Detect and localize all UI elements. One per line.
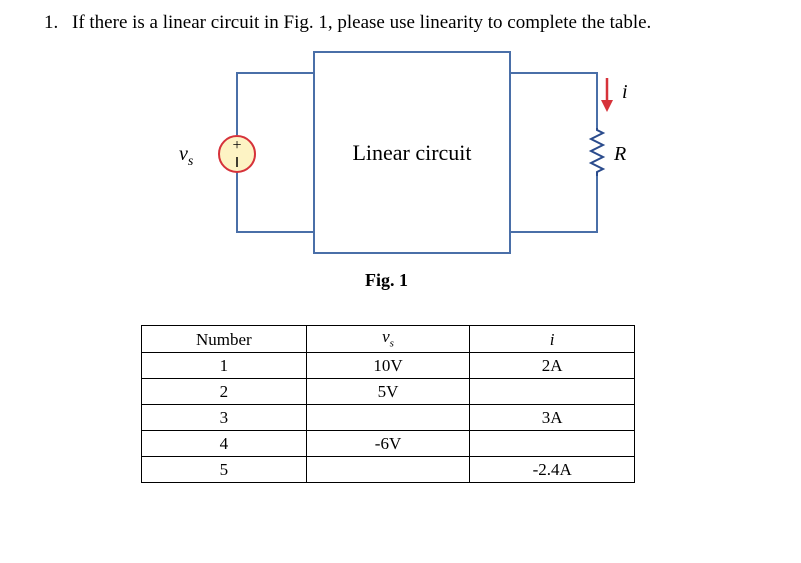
current-arrow-icon bbox=[601, 78, 613, 112]
voltage-source: + bbox=[218, 135, 256, 173]
table-row: 4 -6V bbox=[141, 430, 635, 457]
header-vs: vs bbox=[305, 325, 471, 353]
row-i: 3A bbox=[469, 404, 635, 431]
table-row: 3 3A bbox=[141, 404, 635, 431]
wire-left-top bbox=[236, 72, 314, 135]
row-number: 1 bbox=[141, 352, 307, 379]
question-number: 1. bbox=[44, 12, 59, 33]
figure-caption: Fig. 1 bbox=[365, 270, 408, 290]
wire-right-top bbox=[510, 72, 598, 128]
data-table: Number vs i 1 10V 2A 2 5V 3 3A 4 -6V 5 bbox=[141, 325, 635, 483]
table-row: 5 -2.4A bbox=[141, 456, 635, 483]
question-text: If there is a linear circuit in Fig. 1, … bbox=[72, 12, 652, 33]
table-row: 2 5V bbox=[141, 378, 635, 405]
plus-sign: + bbox=[232, 137, 241, 154]
row-vs: 10V bbox=[305, 352, 471, 379]
current-label: i bbox=[622, 81, 628, 103]
source-label: vs bbox=[179, 143, 194, 169]
row-i bbox=[469, 378, 635, 405]
row-vs: 5V bbox=[305, 378, 471, 405]
row-number: 5 bbox=[141, 456, 307, 483]
voltage-source-circle bbox=[218, 135, 256, 173]
row-vs bbox=[305, 404, 471, 431]
row-vs: -6V bbox=[305, 430, 471, 457]
wire-left-bottom bbox=[236, 172, 314, 233]
resistor-zigzag bbox=[588, 128, 606, 176]
wire-right-bottom bbox=[510, 176, 598, 233]
circuit-wires bbox=[236, 72, 598, 233]
row-i: 2A bbox=[469, 352, 635, 379]
header-number: Number bbox=[141, 325, 307, 353]
row-vs bbox=[305, 456, 471, 483]
table-header-row: Number vs i bbox=[141, 325, 635, 353]
row-i: -2.4A bbox=[469, 456, 635, 483]
table-row: 1 10V 2A bbox=[141, 352, 635, 379]
circuit-diagram: Linear circuit + vs R i bbox=[179, 51, 628, 254]
header-i: i bbox=[469, 325, 635, 353]
question-text-line: 1. If there is a linear circuit in Fig. 1… bbox=[44, 12, 651, 34]
linear-circuit-label: Linear circuit bbox=[352, 140, 471, 165]
row-i bbox=[469, 430, 635, 457]
row-number: 3 bbox=[141, 404, 307, 431]
row-number: 4 bbox=[141, 430, 307, 457]
row-number: 2 bbox=[141, 378, 307, 405]
linear-circuit-box bbox=[313, 51, 511, 254]
resistor-label: R bbox=[613, 143, 626, 165]
